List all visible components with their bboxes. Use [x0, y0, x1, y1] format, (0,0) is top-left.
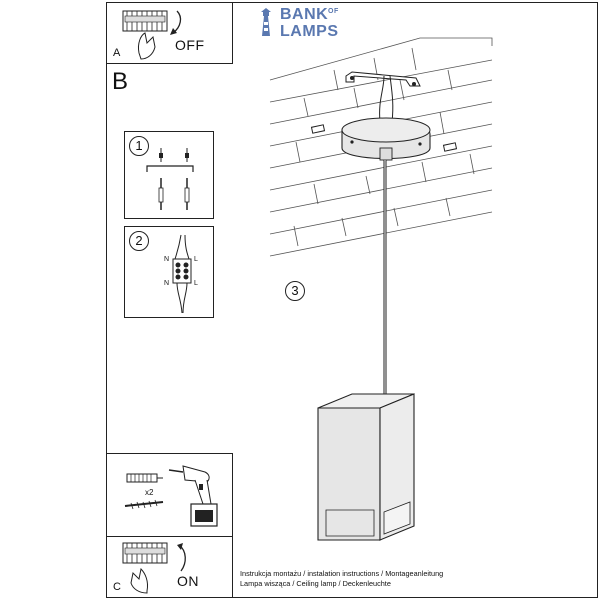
- drill-icon: [168, 465, 218, 527]
- panel-c-letter: C: [113, 581, 121, 593]
- ceiling-canopy: [341, 117, 431, 161]
- panel-c-power-on: C ON: [106, 536, 233, 598]
- screw-icon: [124, 499, 164, 510]
- fuse-box-off-icon: [122, 10, 182, 60]
- tools-panel: x2: [106, 453, 233, 537]
- panel-a-state: OFF: [175, 37, 205, 53]
- brand-line2: LAMPS: [280, 23, 339, 40]
- panel-a-letter: A: [113, 47, 121, 59]
- terminal-n-top: N: [164, 256, 170, 263]
- step-1-number: 1: [129, 136, 149, 156]
- brick-ceiling: [269, 37, 493, 257]
- panel-c-state: ON: [177, 573, 199, 589]
- lighthouse-icon: [261, 8, 271, 36]
- ceiling-screws: [310, 124, 458, 152]
- brand-logo: BANK OF LAMPS: [256, 6, 366, 42]
- cube-lamp-shade: [317, 393, 415, 541]
- brand-line1: BANK: [280, 6, 329, 23]
- step-3-number: 3: [285, 281, 305, 301]
- step-1-panel: 1: [124, 131, 214, 219]
- quantity-label: x2: [145, 488, 154, 497]
- wall-plug-icon: [126, 473, 163, 483]
- brand-of: OF: [328, 8, 339, 15]
- mounting-bracket-icon: [146, 148, 194, 210]
- panel-a-power-off: A OFF: [106, 2, 233, 64]
- terminal-l-bottom: L: [194, 280, 198, 287]
- caption-line-2: Lampa wisząca / Ceiling lamp / Deckenleu…: [240, 579, 391, 588]
- terminal-n-bottom: N: [164, 280, 170, 287]
- terminal-block-icon: [172, 234, 192, 314]
- section-b-letter: B: [112, 68, 129, 95]
- caption-line-1: Instrukcja montażu / instalation instruc…: [240, 569, 444, 578]
- fuse-box-on-icon: [122, 542, 186, 594]
- instruction-sheet-frame: [106, 2, 598, 598]
- ceiling-bracket: [345, 71, 421, 123]
- terminal-l-top: L: [194, 256, 198, 263]
- step-2-panel: 2 N L N L: [124, 226, 214, 318]
- ceiling-lamp-illustration: [269, 37, 493, 541]
- step-2-number: 2: [129, 231, 149, 251]
